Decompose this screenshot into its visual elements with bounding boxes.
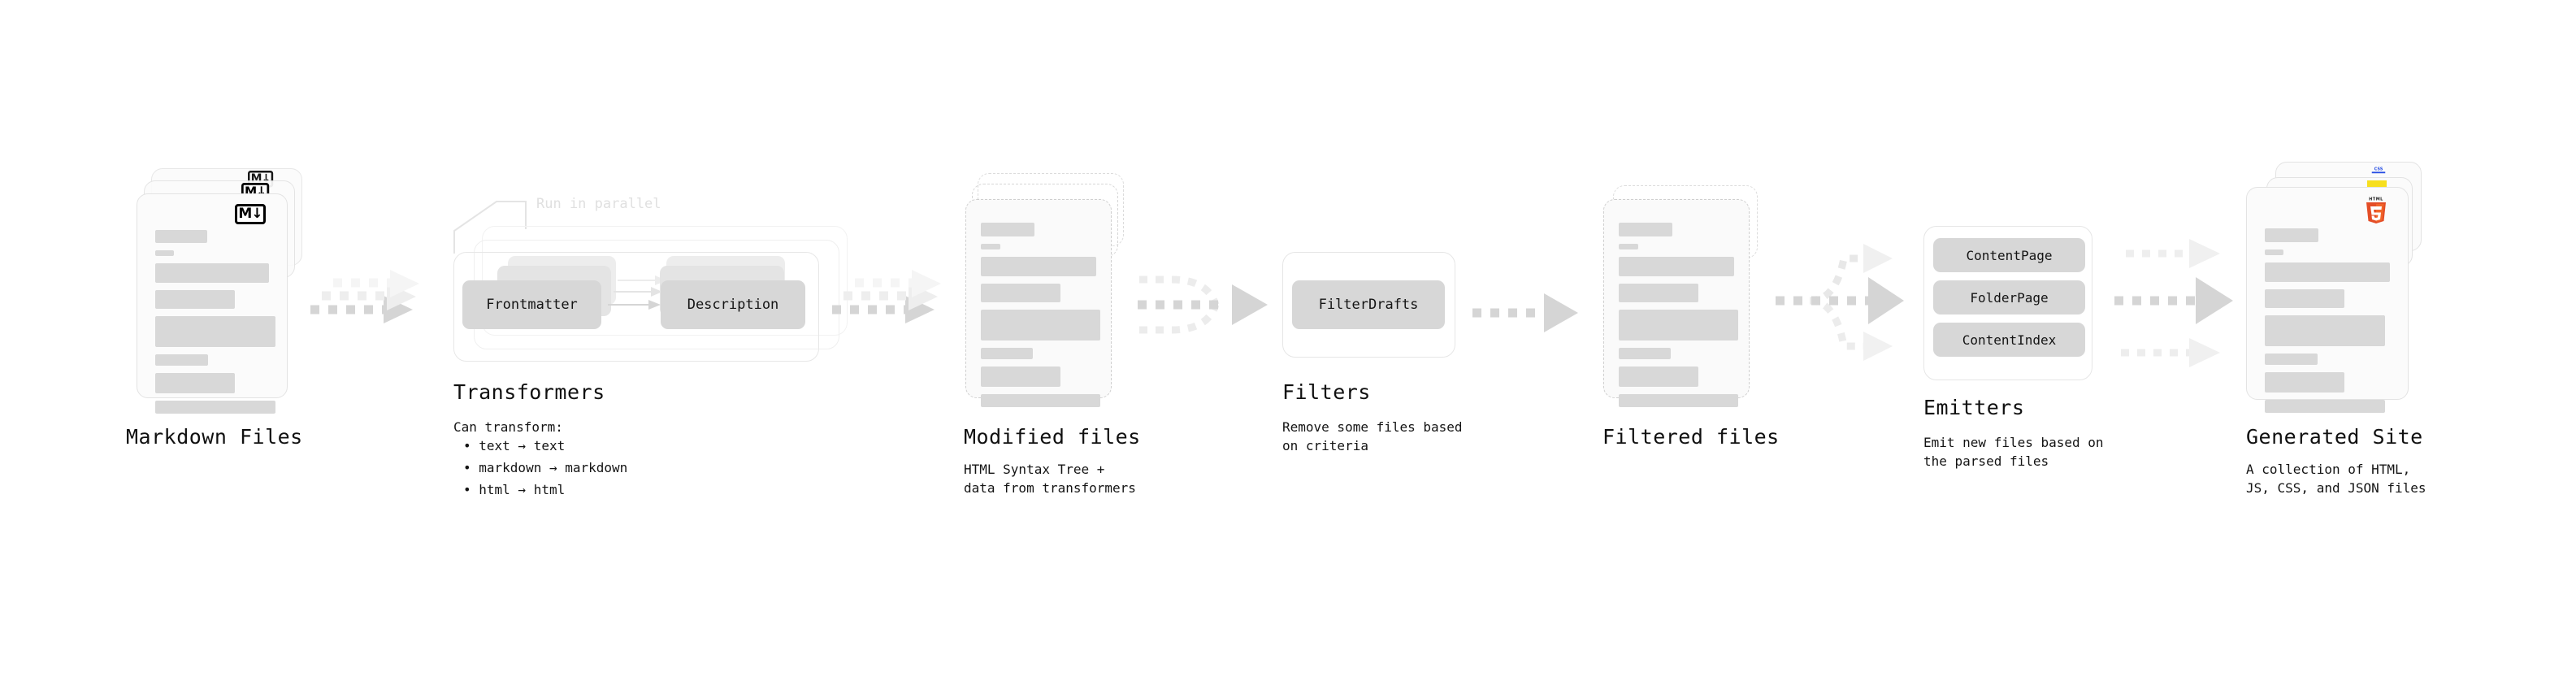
generated-file-card-front: HTML [2246, 187, 2409, 413]
placeholder-bar [981, 310, 1100, 340]
filters-description: Remove some files based on criteria [1282, 419, 1463, 453]
transformer-chip-frontmatter[interactable]: Frontmatter [462, 280, 601, 329]
transformer-inner-arrow [608, 300, 661, 310]
emitters-group-box [1923, 226, 2092, 380]
connector-modified-to-filters [1130, 268, 1276, 358]
placeholder-bar [981, 394, 1100, 407]
stage-caption-emitters: Emitters [1923, 396, 2025, 419]
placeholder-bar [155, 250, 174, 256]
placeholder-bars [981, 223, 1100, 414]
placeholder-bar [155, 290, 235, 309]
modified-files-description: HTML Syntax Tree + data from transformer… [964, 462, 1136, 496]
emitter-chip-contentpage[interactable]: ContentPage [1933, 238, 2085, 272]
emitter-chip-folderpage[interactable]: FolderPage [1933, 280, 2085, 314]
placeholder-bar [1619, 223, 1672, 236]
connector-emitters-to-site [2113, 234, 2247, 368]
placeholder-bar [981, 284, 1060, 302]
stage-caption-generated-site: Generated Site [2246, 425, 2423, 449]
placeholder-bar [1619, 284, 1698, 302]
svg-text:CSS: CSS [2374, 167, 2383, 172]
css3-icon: CSS [2371, 167, 2386, 174]
placeholder-bars [155, 230, 275, 421]
placeholder-bar [1619, 310, 1738, 340]
emitters-description: Emit new files based on the parsed files [1923, 435, 2104, 469]
placeholder-bar [1619, 257, 1734, 276]
connector-transformers-to-modified [830, 260, 952, 349]
svg-text:HTML: HTML [2369, 197, 2383, 202]
placeholder-bar [2265, 372, 2344, 393]
connector-filtered-to-emitters [1774, 234, 1924, 368]
stage-caption-markdown-files: Markdown Files [126, 425, 303, 449]
placeholder-bar [981, 257, 1096, 276]
placeholder-bar [155, 316, 275, 347]
arrow-dashed-diverge [1776, 244, 1904, 361]
placeholder-bars [1619, 223, 1738, 414]
placeholder-bar [2265, 249, 2283, 255]
transformers-description-heading: Can transform: [453, 419, 563, 435]
filters-group-box [1282, 252, 1455, 358]
placeholder-bar [155, 230, 207, 243]
arrow-dashed-single [1472, 293, 1578, 332]
placeholder-bar [155, 263, 269, 283]
placeholder-bar [981, 244, 1000, 249]
arrow-dashed-parallel-three [2114, 239, 2233, 367]
placeholder-bar [981, 348, 1033, 359]
placeholder-bar [1619, 367, 1698, 387]
run-in-parallel-label: Run in parallel [536, 196, 661, 212]
placeholder-bar [155, 373, 235, 393]
stage-caption-filtered-files: Filtered files [1602, 425, 1780, 449]
arrow-dashed-converge [1138, 275, 1268, 334]
transformers-bullet-0: • text → text [463, 438, 566, 453]
arrow-multi-dashed [832, 270, 941, 323]
placeholder-bar [981, 223, 1034, 236]
transformers-bullet-1: • markdown → markdown [463, 460, 628, 475]
placeholder-bar [155, 401, 275, 414]
placeholder-bar [2265, 315, 2385, 346]
transformer-chip-description[interactable]: Description [661, 280, 805, 329]
html5-icon: HTML [2366, 197, 2386, 223]
placeholder-bar [981, 367, 1060, 387]
transformer-group-front [453, 252, 819, 362]
transformers-bullet-2: • html → html [463, 482, 566, 497]
generated-site-description: A collection of HTML, JS, CSS, and JSON … [2246, 462, 2426, 496]
filter-chip-filterdrafts[interactable]: FilterDrafts [1292, 280, 1445, 329]
emitter-chip-contentindex[interactable]: ContentIndex [1933, 323, 2085, 357]
placeholder-bar [2265, 354, 2318, 365]
placeholder-bar [2265, 289, 2344, 308]
arrow-multi-dashed [310, 270, 419, 323]
stage-caption-modified-files: Modified files [964, 425, 1141, 449]
stage-caption-transformers: Transformers [453, 380, 605, 404]
stage-caption-filters: Filters [1282, 380, 1371, 404]
placeholder-bar [1619, 394, 1738, 407]
modified-file-card-front [965, 199, 1112, 407]
placeholder-bar [2265, 228, 2318, 242]
markdown-file-card-front: M↓ [137, 193, 288, 414]
run-in-parallel-leader [453, 201, 527, 254]
placeholder-bar [1619, 348, 1671, 359]
placeholder-bar [155, 354, 208, 366]
transformer-inner-arrow-mid [614, 287, 662, 297]
placeholder-bar [1619, 244, 1638, 249]
placeholder-bars [2265, 228, 2390, 420]
markdown-icon: M↓ [235, 204, 266, 224]
connector-filters-to-filtered [1471, 288, 1593, 337]
placeholder-bar [2265, 262, 2390, 282]
placeholder-bar [2265, 400, 2385, 413]
filtered-file-card-front [1603, 199, 1750, 407]
connector-md-to-transformers [309, 260, 431, 349]
